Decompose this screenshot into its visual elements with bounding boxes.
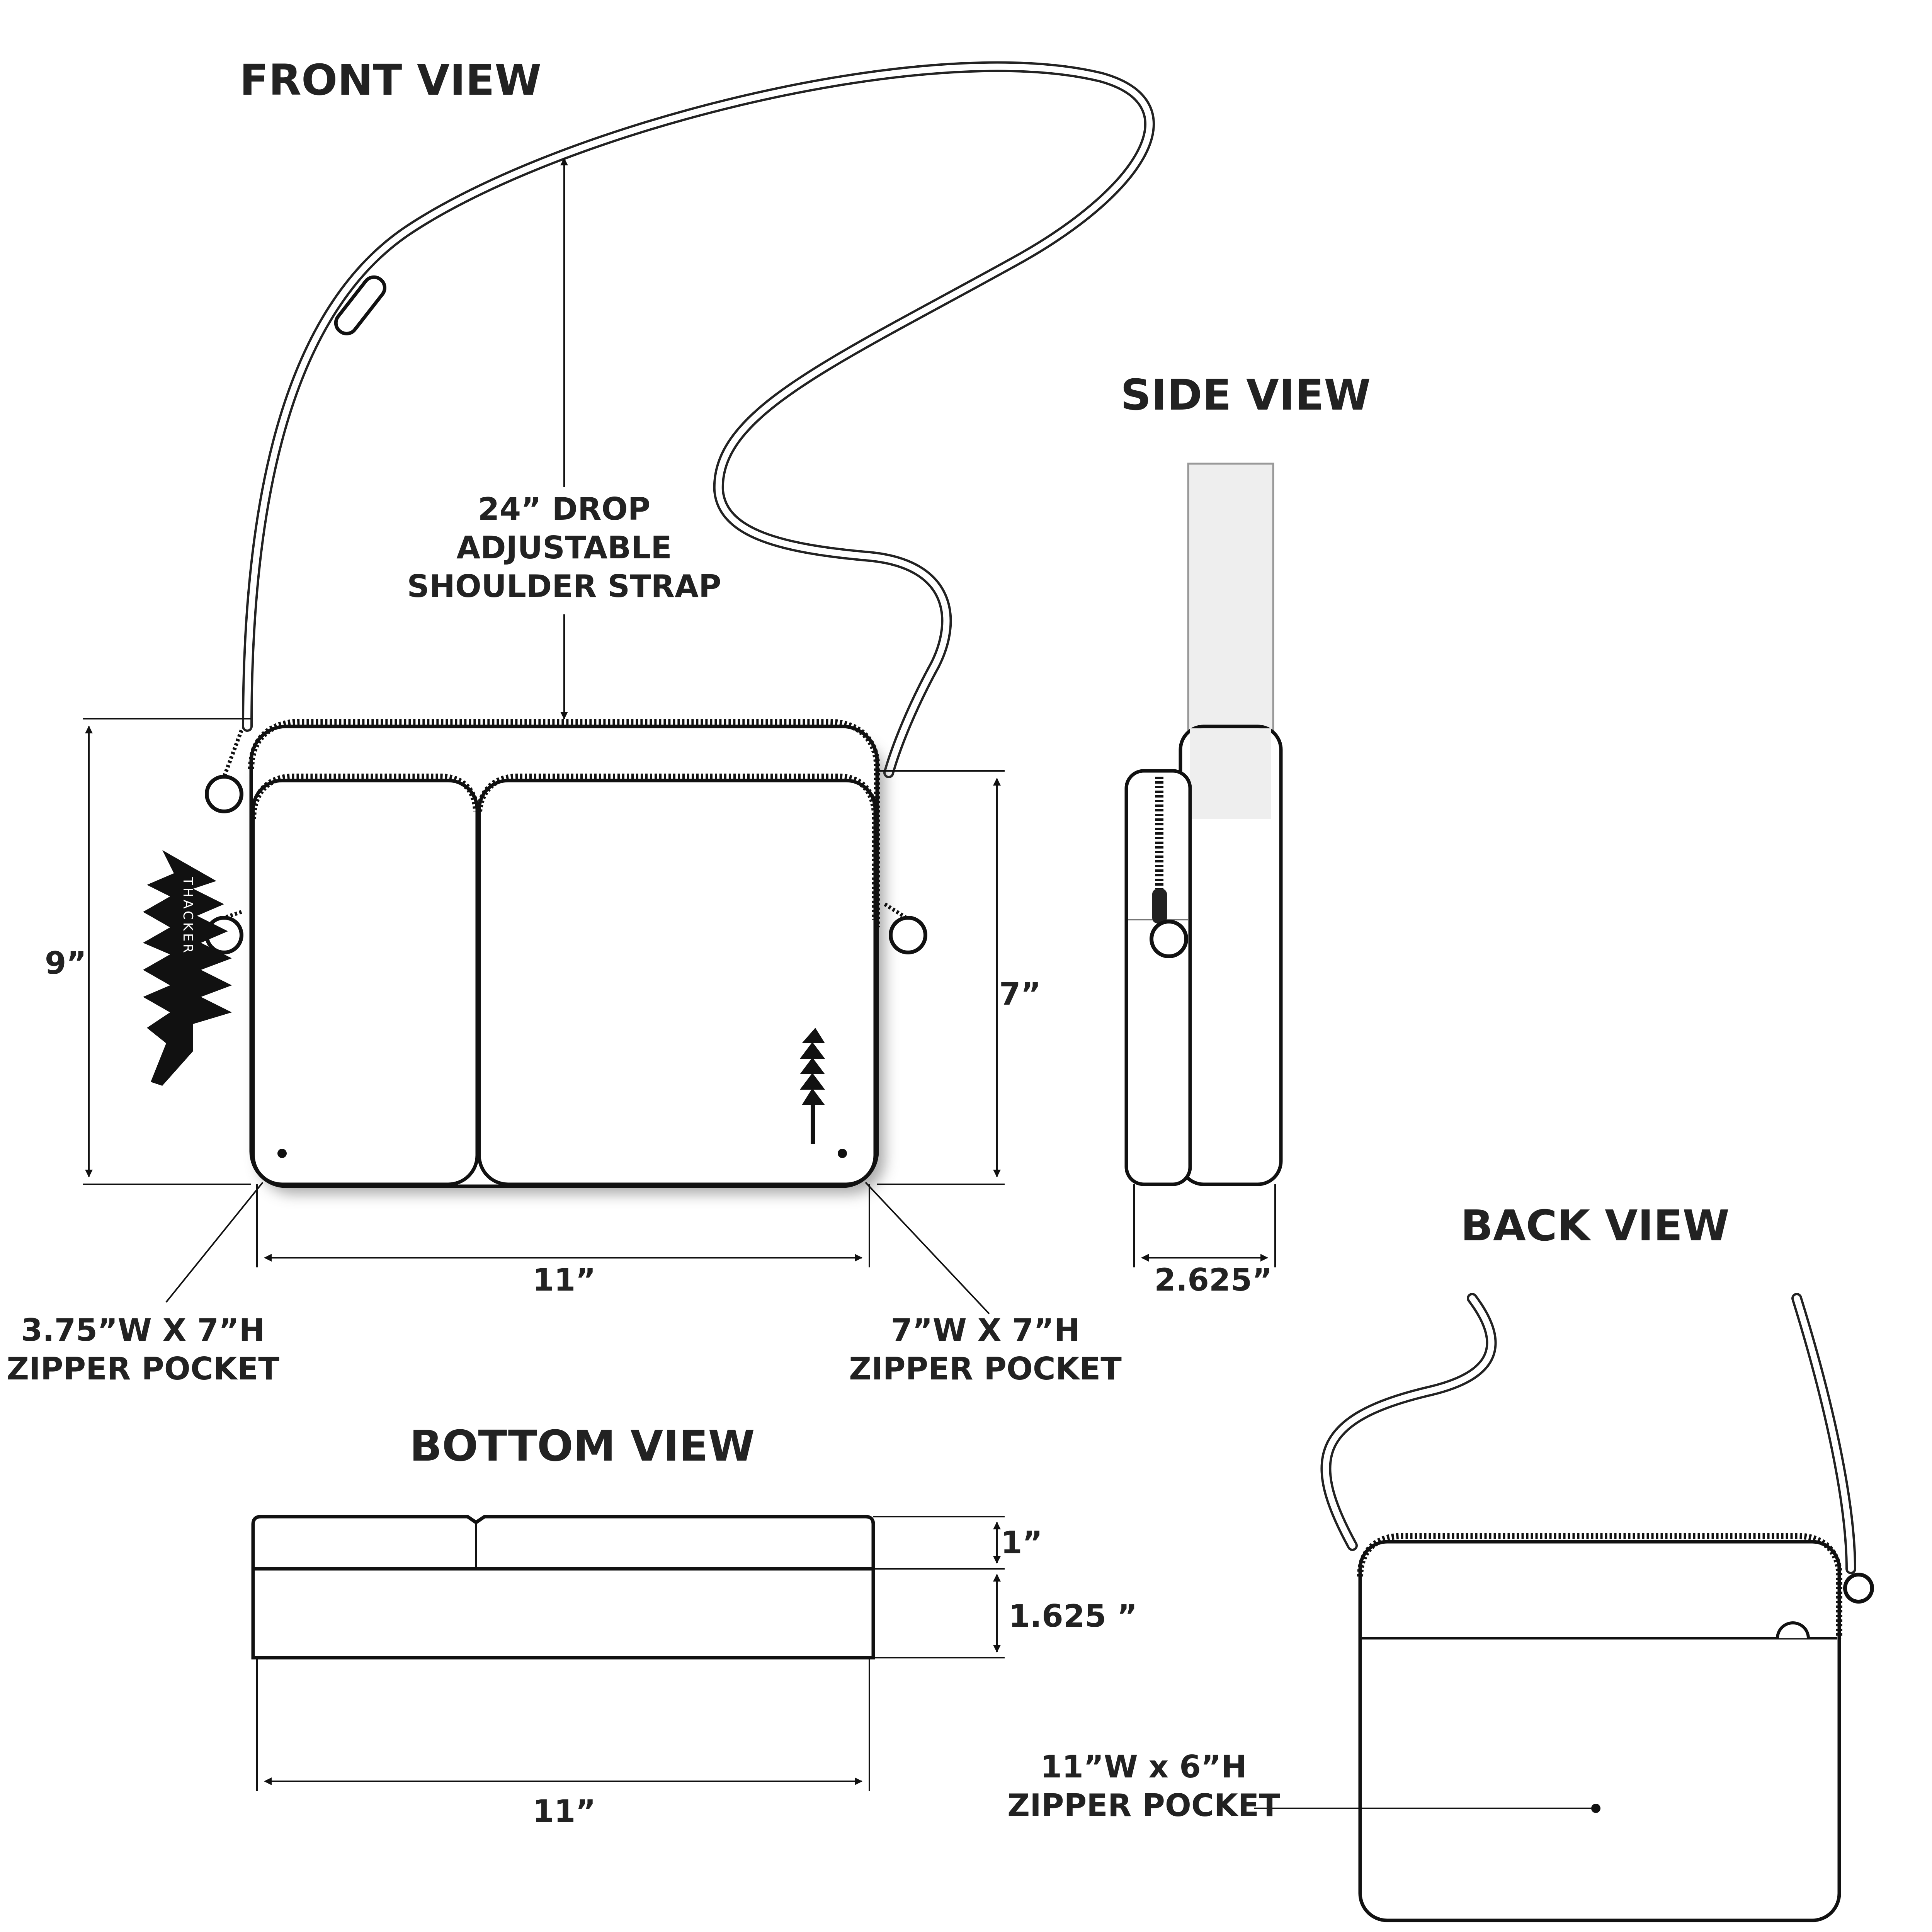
side-view-title: SIDE VIEW: [1121, 370, 1371, 420]
right-pocket-size-label: 7”W X 7”H: [891, 1312, 1080, 1348]
strap-adjustable-label: ADJUSTABLE: [456, 530, 672, 566]
bottom-view: BOTTOM VIEW 1” 1.625 ” 11”: [251, 1421, 1137, 1829]
bottom-view-title: BOTTOM VIEW: [410, 1421, 755, 1471]
side-zipper-ring: [1150, 920, 1188, 958]
thacker-brand-tag: THACKER: [143, 850, 232, 1086]
left-pocket-size-label: 3.75”W X 7”H: [21, 1312, 265, 1348]
bottom-lower-section-dimension: 1.625 ”: [1009, 1598, 1137, 1634]
left-pocket-type-label: ZIPPER POCKET: [7, 1351, 279, 1387]
side-depth-dimension: 2.625”: [1154, 1262, 1272, 1298]
side-strap-overlay: [1190, 728, 1271, 819]
bottom-top-section-dimension: 1”: [1001, 1525, 1043, 1561]
back-bag-body: [1358, 1540, 1841, 1922]
shoulder-strap: [242, 61, 1155, 778]
side-zipper-slider: [1152, 889, 1167, 923]
back-view-title: BACK VIEW: [1461, 1201, 1730, 1250]
back-pocket-type-label: ZIPPER POCKET: [1007, 1787, 1280, 1823]
fern-logo-icon: [800, 1028, 825, 1144]
right-pocket-marker: [838, 1149, 847, 1158]
strap-adjuster-slider: [334, 275, 386, 335]
right-pocket: [477, 779, 877, 1186]
strap-drop-label: 24” DROP: [478, 491, 650, 527]
brand-tag-text: THACKER: [180, 877, 196, 955]
bottom-base-panel: [251, 1567, 875, 1660]
front-top-zipper: [248, 719, 880, 927]
side-front-pocket: [1124, 769, 1192, 1186]
back-pocket-size-label: 11”W x 6”H: [1041, 1749, 1247, 1785]
back-pocket-marker: [1591, 1804, 1600, 1813]
right-pocket-type-label: ZIPPER POCKET: [849, 1351, 1122, 1387]
back-pocket-pull-icon: [1776, 1621, 1810, 1639]
left-pocket: [251, 779, 479, 1186]
side-view: SIDE VIEW 2.625”: [1121, 370, 1371, 1298]
back-top-zipper: [1357, 1533, 1842, 1638]
back-view: BACK VIEW 11”W x 6”H ZIPPER POCKET: [1007, 1201, 1874, 1922]
strap-shoulder-label: SHOULDER STRAP: [407, 568, 721, 604]
back-zipper-ring: [1843, 1573, 1874, 1604]
front-height-dimension: 9”: [45, 945, 87, 981]
front-view-title: FRONT VIEW: [240, 55, 541, 105]
bottom-width-dimension: 11”: [532, 1793, 596, 1829]
left-pocket-marker: [277, 1149, 287, 1158]
front-view: THACKER FRONT VIEW 24” DROP ADJUSTABLE S…: [7, 55, 1155, 1387]
front-pocket-height-dimension: 7”: [999, 976, 1041, 1012]
front-width-dimension: 11”: [532, 1262, 596, 1298]
bottom-bag-outline: [251, 1515, 875, 1571]
